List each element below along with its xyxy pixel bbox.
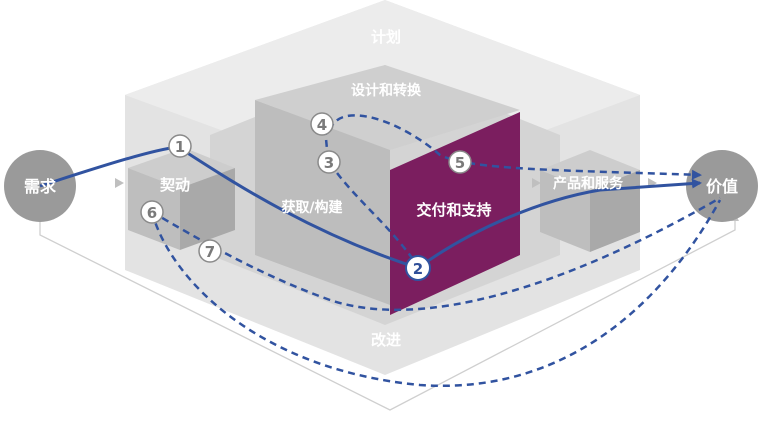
label-value: 价值 <box>706 177 738 196</box>
label-products: 产品和服务 <box>553 175 624 192</box>
step-6: 6 <box>140 200 164 224</box>
label-plan: 计划 <box>371 28 401 46</box>
label-obtain: 获取/构建 <box>281 199 342 216</box>
path-dashed-4-5 <box>328 114 702 180</box>
path-dashed-6-7 <box>151 196 721 312</box>
svg-text:3: 3 <box>324 154 334 172</box>
step-2: 2 <box>405 255 431 281</box>
label-improve: 改进 <box>371 331 401 349</box>
path-solid <box>39 145 702 270</box>
step-5: 5 <box>448 150 472 174</box>
engage-cube <box>128 148 235 250</box>
label-design: 设计和转换 <box>351 82 422 99</box>
feedback-outline <box>39 213 739 411</box>
center-cube <box>255 65 520 305</box>
step-7: 7 <box>198 239 222 263</box>
svg-text:1: 1 <box>175 138 185 156</box>
label-demand: 需求 <box>24 177 57 196</box>
step-4: 4 <box>310 112 334 136</box>
svg-text:6: 6 <box>147 204 157 222</box>
label-engage: 契动 <box>159 176 190 194</box>
svg-text:5: 5 <box>455 154 465 172</box>
step-1: 1 <box>168 134 192 158</box>
label-deliver: 交付和支持 <box>416 201 491 219</box>
svg-text:7: 7 <box>205 243 215 261</box>
value-node <box>686 150 758 222</box>
step-3: 3 <box>317 150 341 174</box>
path-dashed-6-outer <box>150 199 722 388</box>
svg-text:4: 4 <box>317 116 327 134</box>
svg-text:2: 2 <box>413 260 423 278</box>
